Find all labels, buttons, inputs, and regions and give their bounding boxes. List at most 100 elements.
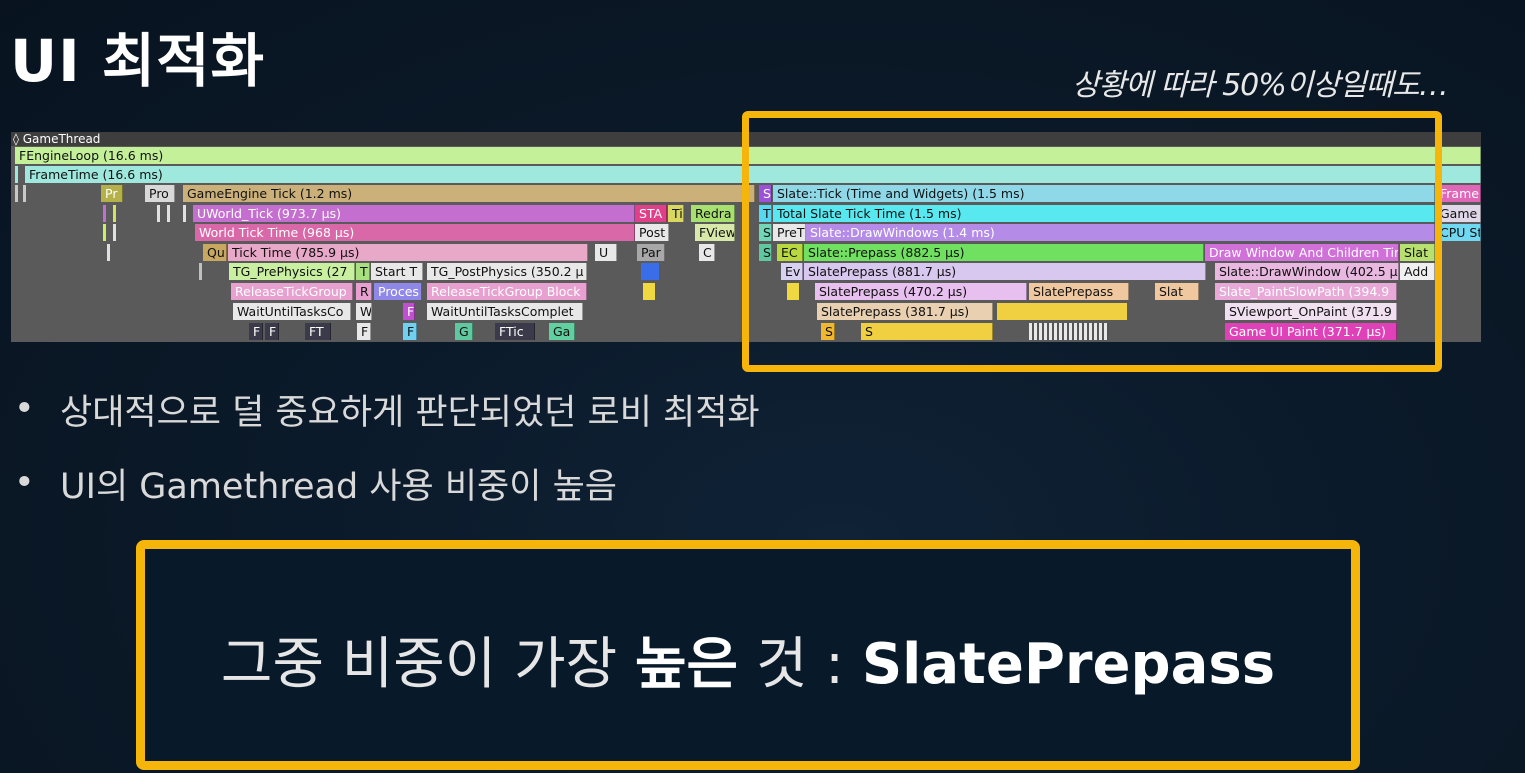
timer-block: G xyxy=(455,323,473,340)
timer-block: Start T xyxy=(371,263,423,280)
timer-block: S xyxy=(861,323,993,340)
timer-block: Add xyxy=(1400,263,1435,280)
timer-block: SlatePrepass (881.7 µs) xyxy=(804,263,1206,280)
timer-block: Pro xyxy=(145,185,175,202)
timer-block: Slate::Tick (Time and Widgets) (1.5 ms) xyxy=(773,185,1435,202)
timer-block: S xyxy=(759,185,772,202)
timer-block: S xyxy=(759,224,772,241)
timer-block: F xyxy=(357,323,371,340)
timer-block: Slate::Prepass (882.5 µs) xyxy=(804,244,1204,261)
timer-block: CPU St xyxy=(1436,224,1481,241)
callout-text: 그중 비중이 가장 높은 것 : SlatePrepass xyxy=(145,619,1351,700)
timer-tick xyxy=(167,205,170,222)
timer-block: Ti xyxy=(668,205,684,222)
timer-block: Post xyxy=(635,224,669,241)
bullet-text: 상대적으로 덜 중요하게 판단되었던 로비 최적화 xyxy=(60,392,760,433)
profiler-row: ReleaseTickGroup R Proces ReleaseTickGro… xyxy=(11,282,1481,301)
timer-block: TG_PostPhysics (350.2 µ xyxy=(427,263,587,280)
timer-tick xyxy=(157,205,160,222)
timer-tick xyxy=(113,205,116,222)
timer-tick xyxy=(107,244,110,261)
timer-block: Qu xyxy=(203,244,227,261)
timer-tick xyxy=(113,224,116,241)
bullet-icon: • xyxy=(14,389,35,429)
timer-block: FT xyxy=(305,323,331,340)
timer-tick xyxy=(997,303,1127,320)
bullet-list: • 상대적으로 덜 중요하게 판단되었던 로비 최적화 • UI의 Gameth… xyxy=(14,372,760,520)
timer-tick xyxy=(15,166,18,183)
timer-block: World Tick Time (968 µs) xyxy=(195,224,635,241)
timer-block: Slate_PaintSlowPath (394.9 xyxy=(1215,283,1397,300)
timer-block: F xyxy=(403,323,417,340)
timer-block: GameEngine Tick (1.2 ms) xyxy=(183,185,755,202)
timer-block: Ga xyxy=(549,323,575,340)
timer-block: TG_PrePhysics (27 xyxy=(229,263,355,280)
timer-block: Pr xyxy=(101,185,123,202)
timer-block: WaitUntilTasksCo xyxy=(233,303,351,320)
timer-block: UWorld_Tick (973.7 µs) xyxy=(193,205,635,222)
list-item: • UI의 Gamethread 사용 비중이 높음 xyxy=(14,446,760,520)
timer-block: Ev xyxy=(781,263,803,280)
timer-block: Slate::DrawWindow (402.5 µs) xyxy=(1215,263,1399,280)
timer-block: S xyxy=(759,244,772,261)
timer-block: ReleaseTickGroup xyxy=(231,283,353,300)
timer-block: Total Slate Tick Time (1.5 ms) xyxy=(773,205,1435,222)
timer-tick xyxy=(183,205,186,222)
timer-tick xyxy=(23,185,26,202)
timer-block: Slat xyxy=(1400,244,1435,261)
callout-middle: 것 : xyxy=(738,632,862,697)
slide-title: UI 최적화 xyxy=(10,27,265,95)
timer-block: C xyxy=(699,244,715,261)
timer-tick xyxy=(787,283,799,300)
callout-prefix: 그중 비중이 가장 xyxy=(220,632,635,697)
timer-block: T xyxy=(759,205,772,222)
timer-block: SlatePrepass (381.7 µs) xyxy=(817,303,993,320)
timer-block: S xyxy=(821,323,835,340)
timer-block: Par xyxy=(637,244,665,261)
profiler-row: World Tick Time (968 µs) Post FView S Pr… xyxy=(11,223,1481,242)
bullet-icon: • xyxy=(14,463,35,503)
slide-note: 상황에 따라 50%이상일때도… xyxy=(1072,68,1449,103)
timer-block: ReleaseTickGroup Block xyxy=(427,283,587,300)
timer-tick xyxy=(15,185,18,202)
timer-tick xyxy=(1029,323,1109,340)
profiler-row: TG_PrePhysics (27 T Start T TG_PostPhysi… xyxy=(11,262,1481,281)
timer-block: SViewport_OnPaint (371.9 xyxy=(1225,303,1397,320)
timer-tick xyxy=(641,263,659,280)
timer-tick xyxy=(199,263,202,280)
timer-tick xyxy=(103,224,106,241)
profiler-row: Qu Tick Time (785.9 µs) U Par C S EC Sla… xyxy=(11,243,1481,262)
timer-tick xyxy=(643,283,655,300)
list-item: • 상대적으로 덜 중요하게 판단되었던 로비 최적화 xyxy=(14,372,760,446)
profiler-row: UWorld_Tick (973.7 µs) STA Ti Redra T To… xyxy=(11,204,1481,223)
timer-block: Tick Time (785.9 µs) xyxy=(228,244,588,261)
timer-block: Draw Window And Children Tim xyxy=(1205,244,1399,261)
callout-box: 그중 비중이 가장 높은 것 : SlatePrepass xyxy=(136,540,1360,770)
timer-block: FTic xyxy=(495,323,535,340)
profiler-row: F F FT F F G FTic Ga S S Game UI Paint (… xyxy=(11,322,1481,341)
timer-block: U xyxy=(595,244,617,261)
profiler-row: FrameTime (16.6 ms) xyxy=(11,165,1481,184)
bullet-text: UI의 Gamethread 사용 비중이 높음 xyxy=(60,466,617,507)
timer-tick xyxy=(103,205,106,222)
timer-block: Slat xyxy=(1155,283,1199,300)
profiler-row: WaitUntilTasksCo W F WaitUntilTasksCompl… xyxy=(11,302,1481,321)
timer-block: Slate::DrawWindows (1.4 ms) xyxy=(806,224,1435,241)
timer-block: EC xyxy=(777,244,803,261)
timer-block: Game t xyxy=(1436,205,1481,222)
timer-block: STA xyxy=(635,205,667,222)
timer-block: Frame S xyxy=(1436,185,1481,202)
timer-block: F xyxy=(403,303,415,320)
timer-block: W xyxy=(356,303,372,320)
timer-block: PreT xyxy=(773,224,806,241)
timer-block: Redra xyxy=(691,205,735,222)
callout-emphasis: 높은 xyxy=(634,632,739,697)
timer-block: Proces xyxy=(374,283,422,300)
timer-block: FrameTime (16.6 ms) xyxy=(25,166,1481,183)
timer-block: R xyxy=(356,283,372,300)
timer-block: FView xyxy=(695,224,735,241)
timer-block: F xyxy=(265,323,279,340)
timer-block: SlatePrepass (470.2 µs) xyxy=(815,283,1027,300)
timer-block: Game UI Paint (371.7 µs) xyxy=(1225,323,1397,340)
timer-block: T xyxy=(356,263,370,280)
